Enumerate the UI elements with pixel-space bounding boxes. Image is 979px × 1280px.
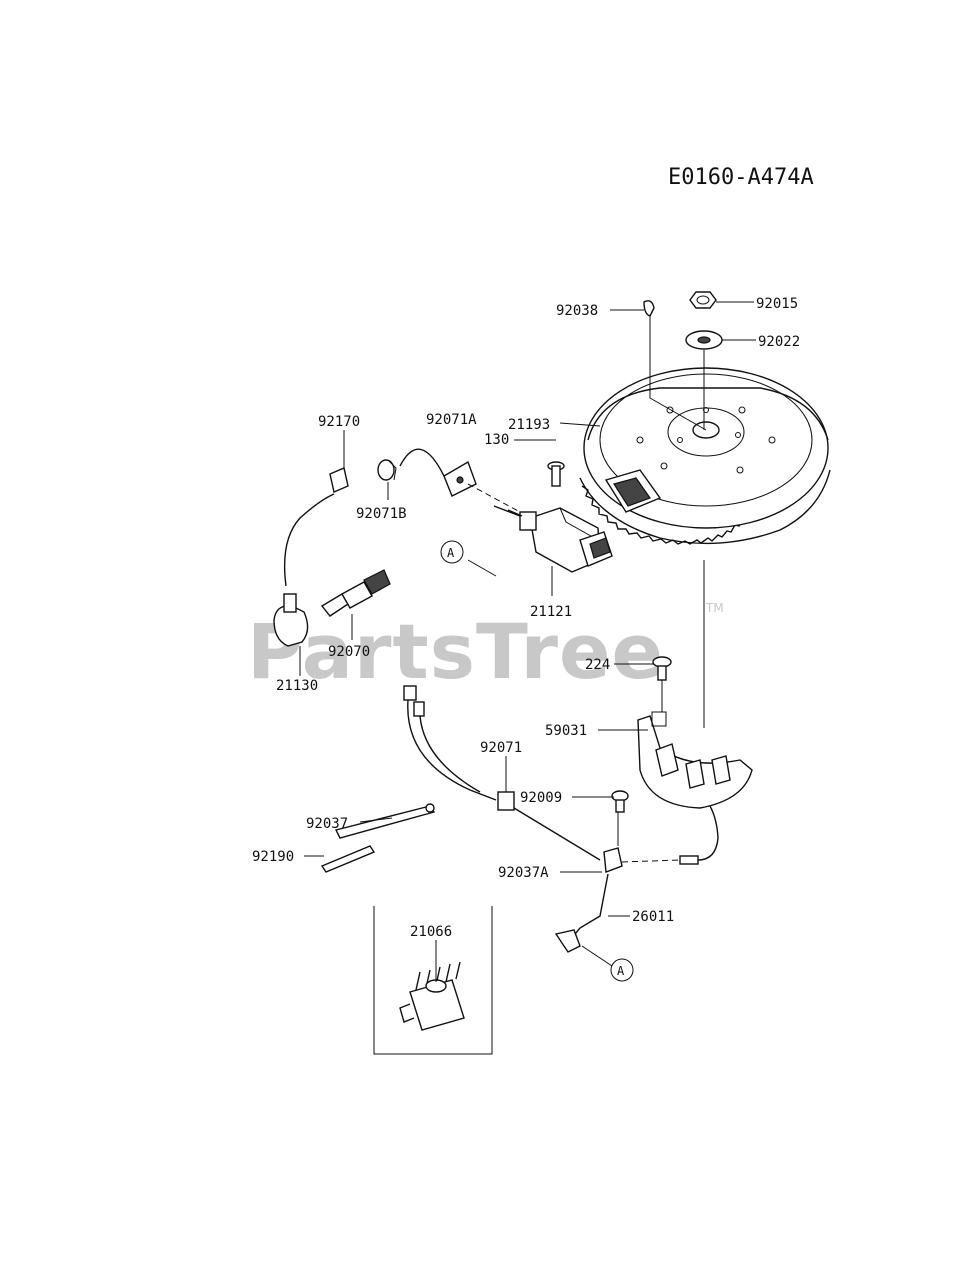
callout-a-lower: A <box>610 958 634 982</box>
label-92009[interactable]: 92009 <box>520 790 562 806</box>
tie-92037-drawing <box>334 805 436 839</box>
label-92070[interactable]: 92070 <box>328 644 370 660</box>
label-21121[interactable]: 21121 <box>530 604 572 620</box>
trademark-text: TM <box>705 601 724 615</box>
label-92170[interactable]: 92170 <box>318 414 360 430</box>
watermark-text: PartsTree <box>247 607 664 696</box>
screw-92009-drawing <box>611 790 629 813</box>
screw-130-drawing <box>547 461 565 487</box>
watermark: PartsTree TM <box>247 601 724 696</box>
plate-92071A-drawing <box>443 460 477 497</box>
label-92037[interactable]: 92037 <box>306 816 348 832</box>
label-130[interactable]: 130 <box>484 432 509 448</box>
harness-drawing <box>403 685 719 953</box>
label-92038[interactable]: 92038 <box>556 303 598 319</box>
washer-drawing <box>685 330 723 350</box>
key-drawing <box>643 300 655 317</box>
label-26011[interactable]: 26011 <box>632 909 674 925</box>
ignition-coil-drawing <box>493 505 613 573</box>
label-92071B[interactable]: 92071B <box>356 506 407 522</box>
tube-92190-drawing <box>320 845 376 873</box>
inset-box <box>373 906 493 1055</box>
callout-a-upper-text: A <box>447 546 455 560</box>
nut-drawing <box>689 291 717 309</box>
regulator-drawing <box>399 961 465 1031</box>
diagram-code: E0160-A474A <box>668 165 814 190</box>
label-92022[interactable]: 92022 <box>758 334 800 350</box>
spark-plug-drawing <box>320 569 391 617</box>
callout-a-lower-text: A <box>617 964 625 978</box>
label-92071[interactable]: 92071 <box>480 740 522 756</box>
cap-92071B-drawing <box>377 459 397 481</box>
label-92037A[interactable]: 92037A <box>498 865 549 881</box>
label-21066[interactable]: 21066 <box>410 924 452 940</box>
label-92015[interactable]: 92015 <box>756 296 798 312</box>
label-21130[interactable]: 21130 <box>276 678 318 694</box>
screw-224-drawing <box>652 656 672 681</box>
clip-92170-drawing <box>329 467 349 493</box>
exciter-coil-drawing <box>637 711 753 809</box>
flywheel-drawing <box>579 367 831 545</box>
leader-lines <box>299 301 756 982</box>
label-59031[interactable]: 59031 <box>545 723 587 739</box>
label-92190[interactable]: 92190 <box>252 849 294 865</box>
label-92071A[interactable]: 92071A <box>426 412 477 428</box>
plug-cap-drawing <box>273 593 309 647</box>
label-21193[interactable]: 21193 <box>508 417 550 433</box>
label-224[interactable]: 224 <box>585 657 610 673</box>
callout-a-upper: A <box>440 540 464 564</box>
